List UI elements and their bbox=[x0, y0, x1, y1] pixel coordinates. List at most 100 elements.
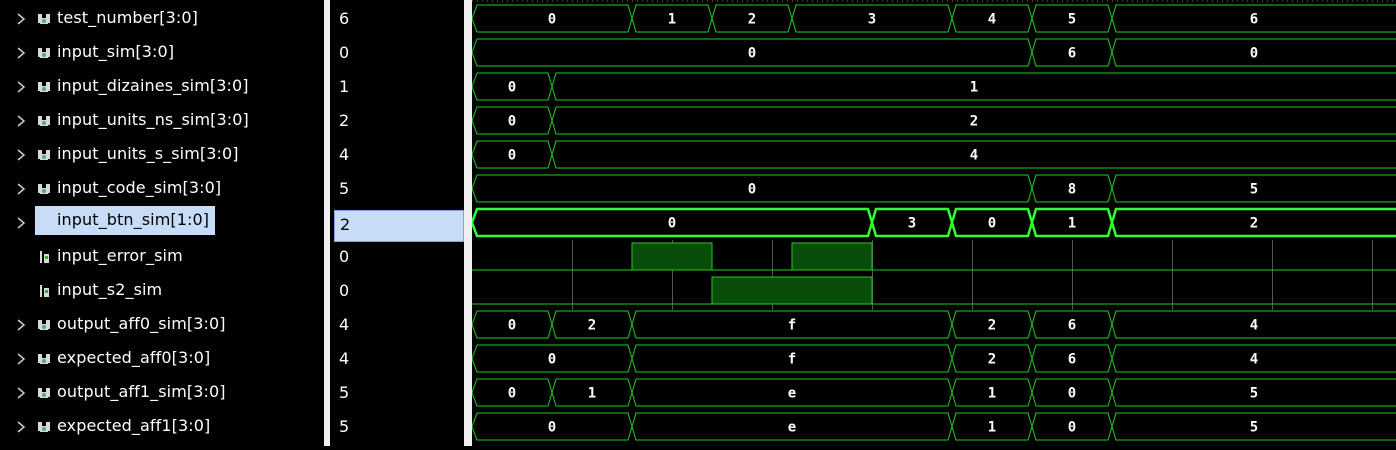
bus-segment[interactable] bbox=[1111, 378, 1396, 407]
signal-name-row[interactable]: input_btn_sim[1:0] bbox=[0, 206, 324, 240]
signal-name-row[interactable]: output_aff0_sim[3:0] bbox=[0, 308, 324, 342]
chevron-right-icon[interactable] bbox=[14, 318, 28, 332]
signal-value-row[interactable]: 0 bbox=[330, 274, 464, 308]
bus-value-label: 0 bbox=[748, 46, 756, 62]
bus-segment[interactable] bbox=[1111, 174, 1396, 203]
signal-value-row[interactable]: 4 bbox=[330, 342, 464, 376]
bus-value-label: 2 bbox=[1250, 216, 1258, 232]
signal-value-row[interactable]: 5 bbox=[330, 410, 464, 444]
bus-icon bbox=[38, 354, 50, 364]
bit-high-pulse[interactable] bbox=[711, 276, 873, 305]
signal-name-row[interactable]: input_dizaines_sim[3:0] bbox=[0, 70, 324, 104]
bus-icon bbox=[38, 116, 50, 126]
signal-name-row[interactable]: output_aff1_sim[3:0] bbox=[0, 376, 324, 410]
bus-value-label: 0 bbox=[508, 114, 516, 130]
chevron-right-icon[interactable] bbox=[14, 114, 28, 128]
bus-value-label: e bbox=[788, 420, 796, 436]
bus-segment[interactable] bbox=[1111, 310, 1396, 339]
signal-name-row[interactable]: input_code_sim[3:0] bbox=[0, 172, 324, 206]
chevron-right-icon[interactable] bbox=[14, 80, 28, 94]
bus-value-label: 0 bbox=[548, 352, 556, 368]
bit-high-pulse[interactable] bbox=[631, 242, 713, 271]
waveform-input-s2-sim[interactable] bbox=[472, 276, 1396, 305]
signal-value-row[interactable]: 0 bbox=[330, 36, 464, 70]
bus-value-label: 1 bbox=[1068, 216, 1076, 232]
bus-value-label: 0 bbox=[1068, 420, 1076, 436]
chevron-right-icon[interactable] bbox=[14, 148, 28, 162]
bus-segment[interactable] bbox=[1111, 38, 1396, 67]
signal-name-row[interactable]: input_sim[3:0] bbox=[0, 36, 324, 70]
signal-value-row[interactable]: 2 bbox=[330, 104, 464, 138]
bit-icon bbox=[40, 285, 49, 297]
signal-value-row[interactable]: 5 bbox=[330, 172, 464, 206]
signal-value-row[interactable]: 4 bbox=[330, 138, 464, 172]
chevron-right-icon[interactable] bbox=[14, 12, 28, 26]
signal-value-row[interactable]: 2 bbox=[334, 210, 464, 242]
panel-splitter[interactable] bbox=[464, 0, 472, 446]
signal-name-row[interactable]: input_units_ns_sim[3:0] bbox=[0, 104, 324, 138]
panel-splitter[interactable] bbox=[324, 0, 330, 446]
bus-value-label: 0 bbox=[508, 318, 516, 334]
bus-segment[interactable] bbox=[551, 140, 1396, 169]
signal-value-row[interactable]: 6 bbox=[330, 2, 464, 36]
bus-segment[interactable] bbox=[1110, 207, 1396, 238]
bus-value-label: 3 bbox=[868, 12, 876, 28]
signal-name-label: output_aff0_sim[3:0] bbox=[57, 314, 226, 333]
signal-name-label: expected_aff0[3:0] bbox=[57, 348, 211, 367]
bus-icon bbox=[38, 150, 50, 160]
signal-value-label: 6 bbox=[339, 9, 350, 28]
signal-name-row[interactable]: expected_aff0[3:0] bbox=[0, 342, 324, 376]
signal-name-row[interactable]: input_units_s_sim[3:0] bbox=[0, 138, 324, 172]
bus-value-label: 0 bbox=[748, 182, 756, 198]
chevron-right-icon[interactable] bbox=[14, 420, 28, 434]
signal-name-row[interactable]: expected_aff1[3:0] bbox=[0, 410, 324, 444]
chevron-right-icon[interactable] bbox=[14, 182, 28, 196]
signal-name-row[interactable]: input_s2_sim bbox=[0, 274, 324, 308]
signal-value-row[interactable]: 5 bbox=[330, 376, 464, 410]
chevron-right-icon[interactable] bbox=[14, 46, 28, 60]
signal-value-label: 0 bbox=[339, 281, 350, 300]
bus-icon bbox=[38, 82, 50, 92]
signal-value-row[interactable]: 0 bbox=[330, 240, 464, 274]
chevron-right-icon[interactable] bbox=[14, 352, 28, 366]
bit-high-pulse[interactable] bbox=[791, 242, 873, 271]
signal-value-label: 4 bbox=[339, 349, 350, 368]
signal-name-label: output_aff1_sim[3:0] bbox=[57, 382, 226, 401]
signal-value-label: 4 bbox=[339, 315, 350, 334]
bus-segment[interactable] bbox=[1111, 344, 1396, 373]
chevron-right-icon[interactable] bbox=[14, 216, 28, 230]
signal-name-label: input_btn_sim[1:0] bbox=[35, 206, 216, 235]
chevron-right-icon[interactable] bbox=[14, 386, 28, 400]
bus-segment[interactable] bbox=[1111, 412, 1396, 441]
bus-segment[interactable] bbox=[1111, 4, 1396, 33]
bus-segment[interactable] bbox=[551, 72, 1396, 101]
signal-name-row[interactable]: test_number[3:0] bbox=[0, 2, 324, 36]
signal-value-row[interactable]: 1 bbox=[330, 70, 464, 104]
bus-value-label: 6 bbox=[1068, 318, 1076, 334]
bus-value-label: 2 bbox=[988, 352, 996, 368]
bus-icon bbox=[38, 14, 50, 24]
signal-value-row[interactable]: 4 bbox=[330, 308, 464, 342]
bus-value-label: 4 bbox=[1250, 318, 1258, 334]
signal-value-label: 5 bbox=[339, 417, 350, 436]
signal-name-label: input_units_ns_sim[3:0] bbox=[57, 110, 249, 129]
signal-name-row[interactable]: input_error_sim bbox=[0, 240, 324, 274]
bit-icon bbox=[40, 251, 49, 263]
waveform-input-error-sim[interactable] bbox=[472, 242, 1396, 271]
bus-value-label: f bbox=[788, 352, 796, 368]
bus-segment[interactable] bbox=[551, 106, 1396, 135]
signal-value-label: 2 bbox=[339, 111, 350, 130]
